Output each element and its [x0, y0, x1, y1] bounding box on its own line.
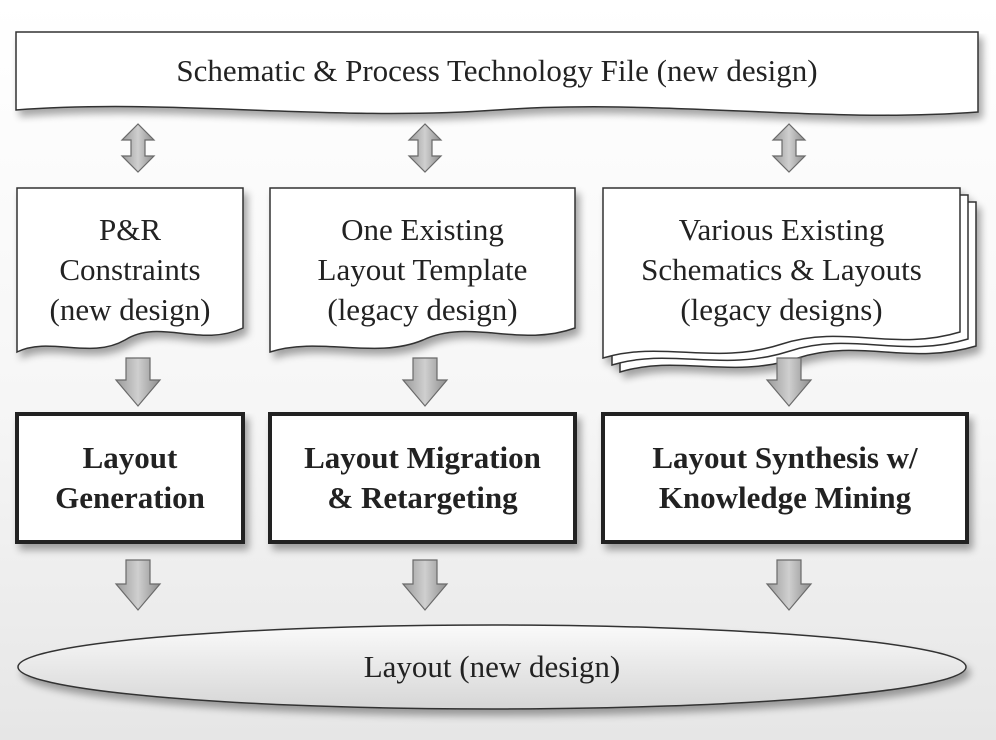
output-label: Layout (new design)	[363, 649, 621, 684]
input-label-3: Various Existing Schematics & Layouts (l…	[641, 212, 922, 327]
bidirectional-arrow-1	[120, 123, 156, 173]
top-box-label: Schematic & Process Technology File (new…	[176, 53, 818, 88]
down-arrow-3	[765, 357, 813, 407]
input-document-stack	[602, 187, 977, 374]
bidirectional-arrow-3	[771, 123, 807, 173]
process-box-2	[268, 412, 577, 544]
down-arrow-6	[765, 559, 813, 611]
top-source-box	[15, 31, 979, 116]
process-label-3: Layout Synthesis w/ Knowledge Mining	[652, 440, 918, 515]
down-arrow-1	[114, 357, 162, 407]
input-document-1	[16, 187, 244, 354]
process-box-3	[601, 412, 969, 544]
down-arrow-5	[401, 559, 449, 611]
output-oval	[17, 624, 967, 710]
input-document-2	[269, 187, 576, 354]
input-label-1: P&R Constraints (new design)	[49, 212, 211, 327]
process-label-2: Layout Migration & Retargeting	[304, 440, 541, 515]
bidirectional-arrow-2	[407, 123, 443, 173]
down-arrow-4	[114, 559, 162, 611]
down-arrow-2	[401, 357, 449, 407]
process-box-1	[15, 412, 245, 544]
process-label-1: Layout Generation	[55, 440, 205, 515]
input-label-2: One Existing Layout Template (legacy des…	[317, 212, 528, 327]
